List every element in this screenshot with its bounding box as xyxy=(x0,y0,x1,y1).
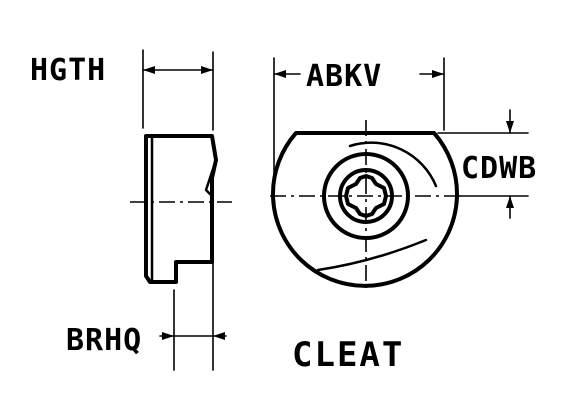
hgth-arrow-left xyxy=(143,66,155,74)
side-view-chamfer xyxy=(204,158,218,198)
cdwb-arrow-bottom xyxy=(506,196,514,208)
abkv-label: ABKV xyxy=(306,59,382,94)
hgth-dimension: HGTH xyxy=(30,49,214,131)
side-view-outline xyxy=(144,134,218,284)
abkv-arrow-left xyxy=(274,70,286,78)
brhq-label: BRHQ xyxy=(66,323,142,358)
abkv-dimension: ABKV xyxy=(273,57,445,201)
hgth-label: HGTH xyxy=(30,53,106,88)
front-view-lower-arc xyxy=(316,238,428,272)
brhq-arrow-right xyxy=(213,332,225,340)
side-view xyxy=(130,134,232,284)
hgth-arrow-right xyxy=(201,66,213,74)
cdwb-dimension: CDWB xyxy=(437,109,537,219)
brhq-dimension: BRHQ xyxy=(66,261,227,371)
cdwb-arrow-top xyxy=(506,121,514,133)
part-name-label: CLEAT xyxy=(292,335,404,375)
front-view-outline xyxy=(271,131,459,288)
abkv-arrow-right xyxy=(432,70,444,78)
brhq-arrow-left xyxy=(162,332,174,340)
front-view xyxy=(270,120,462,288)
front-view-inner-arc xyxy=(348,141,438,188)
cdwb-label: CDWB xyxy=(461,151,537,186)
